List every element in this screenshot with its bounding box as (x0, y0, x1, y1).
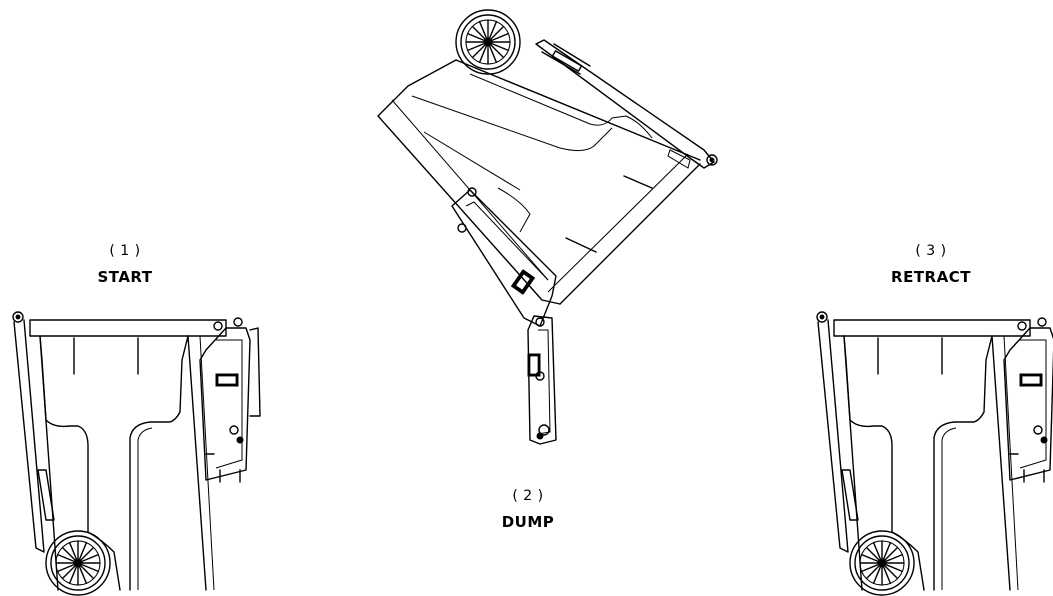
stage-name: DUMP (501, 513, 555, 531)
start-cart-drawing (12, 311, 261, 596)
stage-number: ( 2 ) (512, 488, 544, 504)
stage-number: ( 3 ) (915, 243, 947, 259)
stage-label-dump: ( 2 ) DUMP (468, 489, 588, 530)
retract-cart-drawing (816, 311, 1053, 596)
stage-label-start: ( 1 ) START (65, 244, 185, 285)
stage-label-retract: ( 3 ) RETRACT (871, 244, 991, 285)
dump-cart-drawing (377, 9, 718, 445)
stage-name: START (97, 268, 153, 286)
stage-name: RETRACT (891, 268, 971, 286)
stage-number: ( 1 ) (109, 243, 141, 259)
